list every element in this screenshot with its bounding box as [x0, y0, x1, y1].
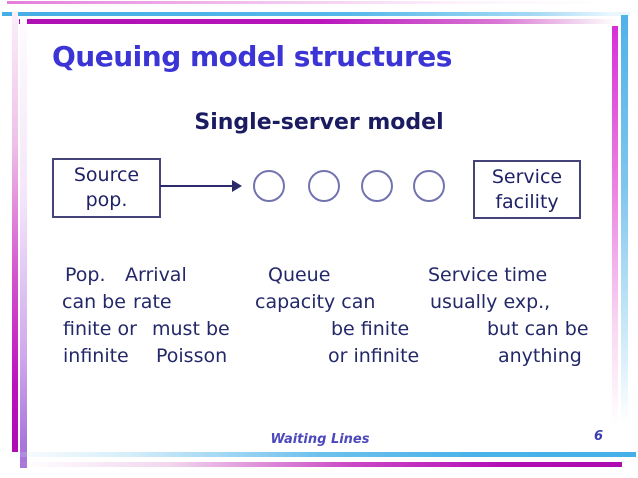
slide-subtitle: Single-server model	[194, 110, 444, 135]
queue-circle	[253, 170, 285, 202]
note-population: Pop.	[65, 264, 106, 286]
service-facility-box: Service facility	[473, 160, 581, 219]
frame-right-blue-bar	[621, 15, 628, 445]
page-number: 6	[594, 429, 604, 444]
note-population-3: finite or	[63, 318, 137, 340]
note-queue-4: or infinite	[328, 345, 420, 367]
frame-right-magenta-bar	[612, 26, 618, 446]
flow-arrow-line	[160, 185, 233, 187]
note-arrival-2: rate	[133, 291, 172, 313]
source-box-label-line1: Source	[73, 164, 140, 186]
frame-top-pink-line	[7, 1, 612, 4]
frame-bottom-blue-line	[0, 452, 636, 457]
note-queue-2: capacity can	[255, 291, 376, 313]
frame-top-magenta-line	[19, 19, 617, 24]
frame-bottom-magenta-line	[18, 462, 622, 467]
service-box-label-line1: Service	[491, 165, 563, 188]
slide-title: Queuing model structures	[52, 40, 452, 73]
note-population-2: can be	[62, 291, 126, 313]
queue-circle	[361, 170, 393, 202]
queue-circle	[413, 170, 445, 202]
note-arrival-3: must be	[152, 318, 230, 340]
frame-left-purple-bar	[20, 18, 27, 468]
note-arrival: Arrival	[125, 264, 187, 286]
note-population-4: infinite	[63, 345, 129, 367]
source-population-box: Source pop.	[52, 158, 161, 218]
note-service-time-3: but can be	[487, 318, 589, 340]
service-box-label-line2: facility	[495, 190, 559, 213]
note-service-time-4: anything	[498, 345, 582, 367]
footer-title: Waiting Lines	[270, 432, 370, 447]
source-box-label-line2: pop.	[85, 189, 128, 211]
frame-top-blue-line	[2, 12, 630, 16]
note-service-time-2: usually exp.,	[430, 291, 551, 313]
frame-left-magenta-bar	[12, 12, 18, 452]
note-service-time: Service time	[428, 264, 548, 286]
note-queue: Queue	[268, 264, 331, 286]
queue-circle	[308, 170, 340, 202]
note-queue-3: be finite	[331, 318, 410, 340]
right-arrow-icon	[232, 180, 242, 192]
note-arrival-4: Poisson	[156, 345, 228, 367]
